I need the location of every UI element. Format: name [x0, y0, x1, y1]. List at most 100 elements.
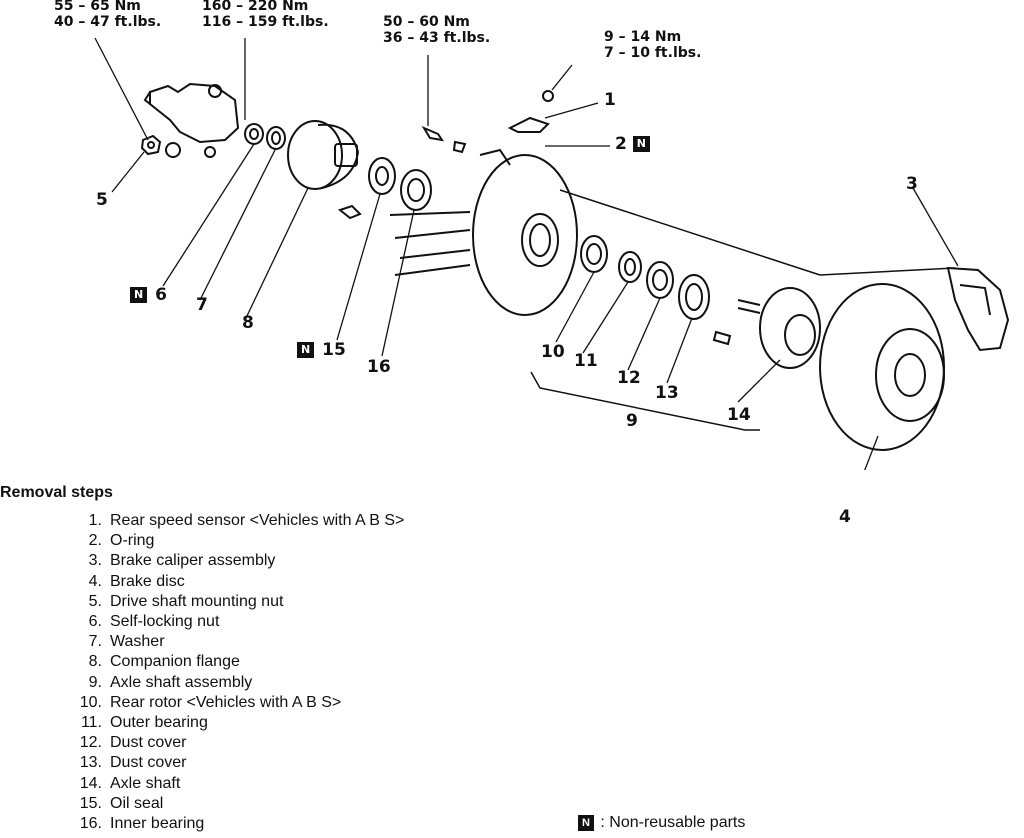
legend-text: : Non-reusable parts: [600, 814, 746, 831]
step-number: 1.: [88, 512, 102, 529]
callout-12: 12: [617, 368, 641, 388]
callout-3: 3: [906, 174, 918, 194]
torque-nm: 9 – 14 Nm: [604, 29, 682, 45]
removal-step: 2. O-ring: [68, 531, 404, 551]
step-text: Dust cover: [110, 754, 187, 772]
torque-ftlbs: 40 – 47 ft.lbs.: [54, 14, 162, 30]
step-number: 14.: [79, 774, 102, 792]
non-reusable-badge: N: [578, 814, 594, 831]
torque-spec-self-locking-nut: 160 – 220 Nm 116 – 159 ft.lbs.: [202, 0, 329, 30]
step-text: Axle shaft assembly: [110, 673, 253, 691]
torque-ftlbs: 7 – 10 ft.lbs.: [604, 45, 702, 61]
step-text: Outer bearing: [110, 714, 208, 732]
step-number: 15.: [79, 794, 102, 812]
step-text: Brake disc: [110, 572, 185, 590]
step-text: Axle shaft: [110, 774, 181, 792]
removal-step: 11. Outer bearing: [68, 713, 404, 733]
step-text: Washer: [110, 633, 165, 651]
brake-caliper: [946, 266, 1010, 352]
removal-step: 10. Rear rotor <Vehicles with A B S>: [68, 693, 404, 713]
step-number: 12.: [79, 734, 102, 752]
removal-step: 15. Oil seal: [68, 794, 404, 814]
speed-sensor: [507, 90, 554, 133]
inner-bearing: [400, 169, 432, 211]
removal-step: 4. Brake disc: [68, 572, 404, 592]
removal-step: 7. Washer: [68, 632, 404, 652]
backing-plate: [472, 148, 578, 316]
step-number: 8.: [88, 653, 102, 671]
axle-shaft-parts: [580, 235, 710, 320]
step-text: O-ring: [110, 532, 155, 550]
removal-step: 16. Inner bearing: [68, 814, 404, 834]
step-number: 10.: [79, 693, 102, 711]
callout-8: 8: [242, 313, 254, 333]
step-number: 7.: [88, 633, 102, 651]
callout-1: 1: [604, 90, 616, 110]
exploded-axle-diagram: [94, 37, 1010, 470]
step-number: 11.: [80, 714, 102, 732]
removal-steps-list: 1. Rear speed sensor <Vehicles with A B S…: [68, 511, 405, 834]
removal-steps-heading: Removal steps: [0, 484, 113, 501]
step-number: 9.: [88, 673, 102, 691]
callout-13: 13: [655, 383, 679, 403]
non-reusable-badge: N: [130, 287, 148, 303]
torque-spec-mounting-bolt: 50 – 60 Nm 36 – 43 ft.lbs.: [383, 14, 490, 46]
removal-step: 5.Drive shaft mounting nut: [68, 592, 404, 612]
removal-step: 9. Axle shaft assembly: [68, 673, 404, 693]
step-text: Self-locking nut: [110, 613, 220, 631]
drive-shaft-nut: [140, 134, 181, 158]
callout-16: 16: [367, 357, 391, 377]
removal-step: 6. Self-locking nut: [68, 612, 404, 632]
companion-flange: [287, 120, 362, 220]
callout-11: 11: [574, 351, 598, 371]
removal-step: 12. Dust cover: [68, 733, 404, 753]
callout-number: 2: [615, 134, 627, 154]
callout-number: 6: [155, 285, 167, 305]
differential-housing: [143, 82, 240, 158]
leader-lines: [94, 37, 959, 470]
legend: N : Non-reusable parts: [578, 814, 745, 832]
brake-disc: [819, 283, 945, 451]
callout-6: N 6: [130, 285, 167, 305]
step-text: Brake caliper assembly: [110, 552, 276, 570]
oil-seal: [368, 157, 396, 195]
callout-4: 4: [839, 507, 851, 527]
removal-step: 3. Brake caliper assembly: [68, 551, 404, 571]
torque-nm: 55 – 65 Nm: [54, 0, 141, 14]
mounting-bolt: [421, 125, 467, 154]
step-number: 5.: [88, 592, 102, 610]
step-text: Oil seal: [110, 794, 164, 812]
callout-7: 7: [196, 295, 208, 315]
callout-9: 9: [626, 411, 638, 431]
torque-nm: 50 – 60 Nm: [383, 14, 470, 30]
step-number: 16.: [79, 815, 102, 833]
non-reusable-badge: N: [297, 342, 315, 358]
step-text: Companion flange: [110, 653, 240, 671]
callout-5: 5: [96, 190, 108, 210]
callout-10: 10: [541, 342, 565, 362]
step-text: Inner bearing: [110, 815, 205, 833]
step-number: 3.: [88, 552, 102, 570]
axle-housing: [389, 189, 956, 276]
step-number: 13.: [79, 754, 102, 772]
step-number: 4.: [88, 572, 102, 590]
removal-step: 14. Axle shaft: [68, 774, 404, 794]
removal-step: 1. Rear speed sensor <Vehicles with A B S…: [68, 511, 405, 531]
torque-spec-speed-sensor: 9 – 14 Nm 7 – 10 ft.lbs.: [604, 29, 701, 61]
torque-nm: 160 – 220 Nm: [202, 0, 309, 14]
step-text: Dust cover: [110, 734, 187, 752]
torque-ftlbs: 116 – 159 ft.lbs.: [202, 14, 329, 30]
callout-number: 15: [322, 340, 346, 360]
washer: [266, 126, 286, 150]
step-number: 2.: [88, 532, 102, 550]
callout-15: N 15: [297, 340, 346, 360]
step-text: Rear rotor <Vehicles with A B S>: [110, 693, 342, 711]
removal-step: 13. Dust cover: [68, 753, 404, 773]
callout-14: 14: [727, 405, 751, 425]
step-number: 6.: [88, 613, 102, 631]
axle-shaft-flange: [712, 287, 821, 369]
step-text: Rear speed sensor <Vehicles with A B S>: [110, 512, 405, 529]
non-reusable-badge: N: [632, 136, 650, 152]
torque-ftlbs: 36 – 43 ft.lbs.: [383, 30, 491, 46]
torque-spec-drive-shaft-nut: 55 – 65 Nm 40 – 47 ft.lbs.: [54, 0, 161, 30]
